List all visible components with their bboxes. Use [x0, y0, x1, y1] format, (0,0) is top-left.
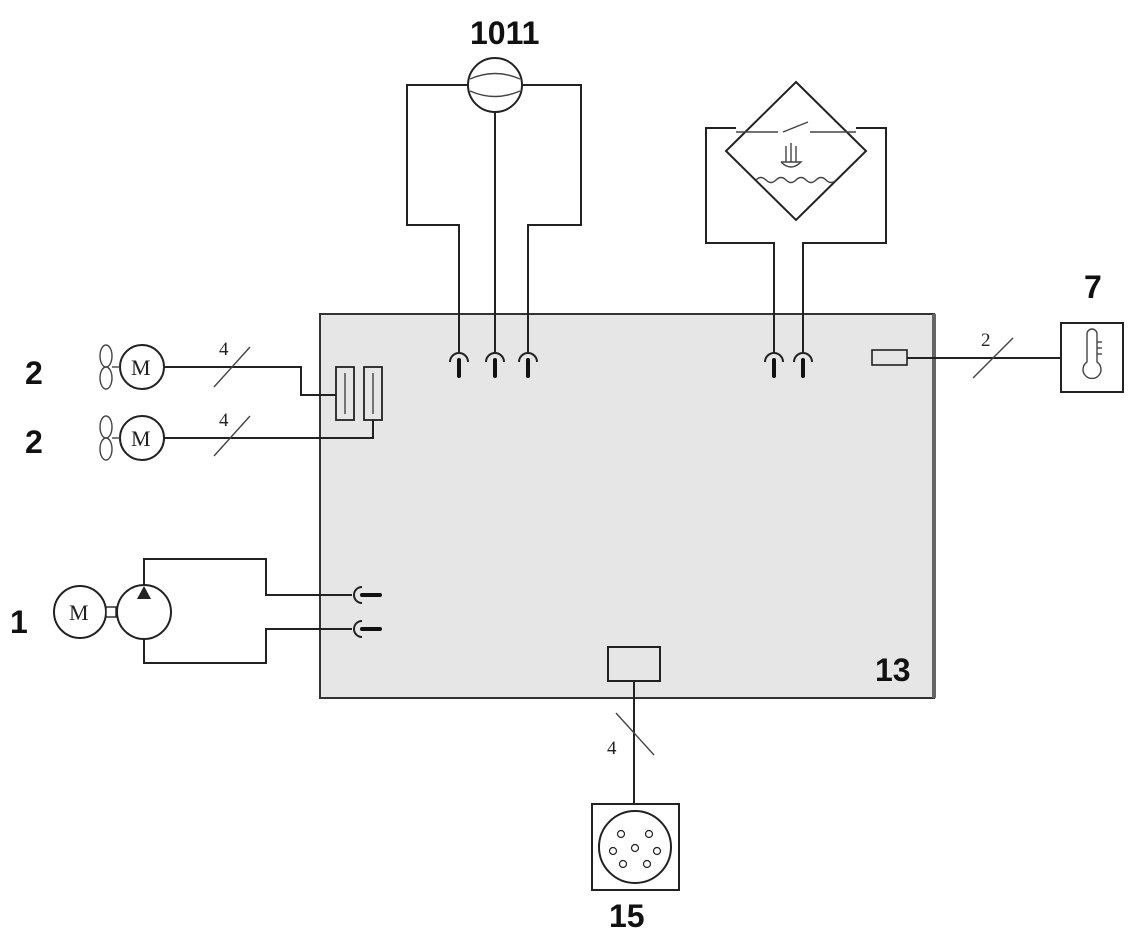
- pump-ref-label: 1: [10, 604, 28, 640]
- thermometer-icon: [1082, 328, 1102, 380]
- controller-board: 13: [319, 313, 936, 699]
- flow-meter-terminals: [449, 352, 538, 378]
- level-switch-icon: [724, 80, 868, 222]
- fan-blade-icon: [99, 415, 113, 461]
- connector-wire-count: 4: [607, 738, 617, 759]
- thermostat-port: [871, 349, 908, 366]
- fan1-wire-count: 4: [219, 339, 229, 360]
- pump-unit: 1 M: [10, 558, 382, 664]
- level-switch: [705, 80, 887, 378]
- connector-port: [607, 646, 661, 682]
- fan-motor-1: 2 M 4: [25, 339, 336, 396]
- thermostat-wire-count: 2: [981, 330, 991, 351]
- level-switch-terminals: [764, 352, 813, 378]
- fan1-motor-symbol: M: [131, 355, 151, 380]
- thermostat-ref-label: 7: [1084, 269, 1102, 305]
- flow-meter-ref-label: 1011: [470, 15, 539, 51]
- fan2-motor-symbol: M: [131, 426, 151, 451]
- thermostat: 7 2: [871, 269, 1124, 393]
- controller-ref-label: 13: [875, 652, 911, 688]
- fan-relays: [335, 366, 383, 421]
- pump-motor-symbol: M: [69, 600, 89, 625]
- fan2-ref-label: 2: [25, 424, 43, 460]
- connector-plug-icon: [598, 810, 672, 884]
- fan-blade-icon: [99, 344, 113, 390]
- connector-ref-label: 15: [609, 898, 645, 934]
- flow-meter-icon: [467, 57, 523, 113]
- fan1-ref-label: 2: [25, 355, 43, 391]
- connector: 4 15: [591, 646, 680, 934]
- fan2-wire-count: 4: [219, 410, 229, 431]
- flow-meter: 1011: [406, 15, 582, 378]
- pump-terminals: [353, 586, 382, 638]
